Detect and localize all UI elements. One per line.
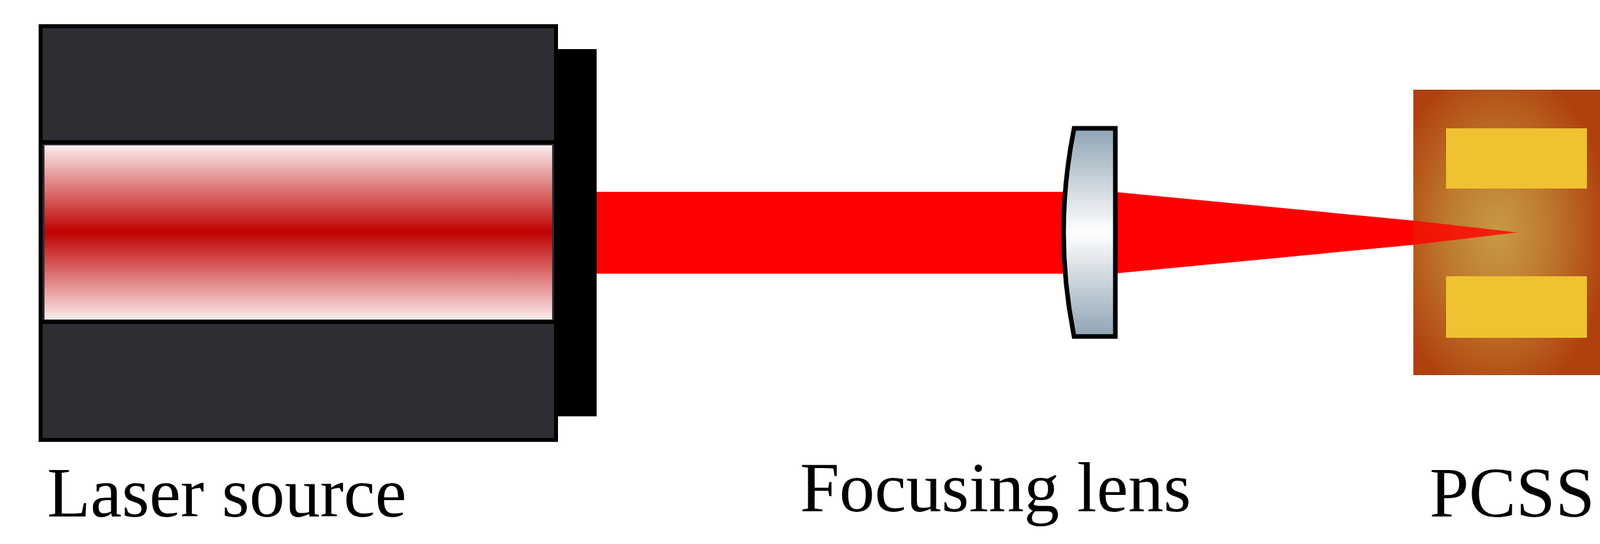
laser-source-body [40,26,597,441]
pcss-device [1413,89,1600,376]
focused-beam [1113,191,1414,274]
laser-beam [596,191,1067,274]
part-label: Laser source [47,457,407,529]
focused-beam-tip [1413,220,1518,245]
focusing-lens [1063,128,1116,337]
part-label: PCSS [1429,457,1595,529]
part-label: Focusing lens [799,452,1191,524]
